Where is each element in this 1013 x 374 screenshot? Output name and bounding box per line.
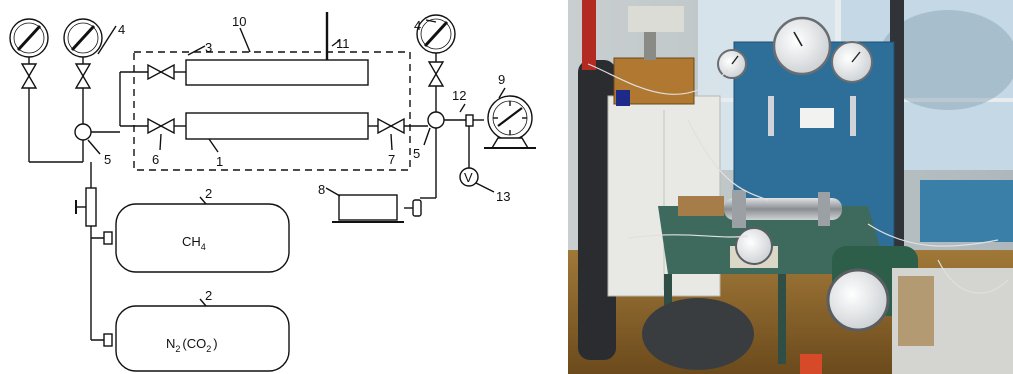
label-10: 10 — [232, 14, 246, 29]
valve-under-gauge-4 — [74, 63, 92, 124]
sensor-12 — [465, 114, 474, 127]
label-9: 9 — [498, 72, 505, 87]
workbench — [658, 196, 888, 364]
label-6: 6 — [152, 152, 159, 167]
black-vessel — [642, 298, 754, 370]
gas-cylinder-ch4 — [103, 203, 290, 273]
label-1: 1 — [216, 154, 223, 169]
gas-cylinder-photo — [578, 60, 616, 360]
label-8: 8 — [318, 182, 325, 197]
gas-reducer — [75, 162, 110, 341]
pressure-gauge-left — [9, 18, 49, 64]
gas-meter-9 — [484, 95, 536, 149]
red-canister — [800, 354, 822, 374]
pump-8 — [325, 187, 404, 223]
n2-co2-label: N2(CO2) — [166, 336, 218, 354]
valve-7 — [377, 117, 405, 135]
label-11: 11 — [336, 36, 350, 51]
control-station-right — [892, 180, 1013, 374]
voltmeter-13 — [459, 167, 479, 187]
label-4-right: 4 — [414, 18, 421, 33]
valve-3 — [147, 63, 186, 81]
panel-gauge-center — [772, 16, 832, 76]
valve-6 — [147, 117, 186, 135]
distributor-5-right — [427, 111, 445, 129]
thermostat-box — [133, 51, 411, 171]
core-holder-top — [185, 59, 369, 86]
laboratory-setup-photo — [568, 0, 1013, 374]
cables — [587, 63, 1009, 294]
experimental-setup-schematic: 10 11 3 4 4 5 6 1 7 5 12 9 13 8 2 2 V CH… — [9, 12, 536, 372]
label-5-right: 5 — [413, 146, 420, 161]
label-2-ch4: 2 — [205, 186, 212, 201]
label-7: 7 — [388, 152, 395, 167]
distributor-5-left — [74, 123, 92, 141]
valve-under-gauge-left — [20, 63, 38, 162]
panel-gauge-right — [831, 41, 873, 83]
gas-cylinder-n2-co2 — [103, 305, 290, 372]
panel-gauge-left — [717, 49, 747, 79]
label-13: 13 — [496, 189, 510, 204]
voltmeter-symbol: V — [464, 170, 473, 185]
label-5-left: 5 — [104, 152, 111, 167]
label-4-left: 4 — [118, 22, 125, 37]
thermostat-device — [613, 6, 695, 106]
label-2-n2: 2 — [205, 288, 212, 303]
label-3: 3 — [205, 40, 212, 55]
sample-vial — [412, 199, 422, 217]
ch4-label: CH4 — [182, 234, 206, 252]
pressure-gauge-4-right — [416, 14, 456, 112]
pressure-gauge-4-left — [63, 18, 103, 64]
core-holder-1 — [185, 112, 369, 140]
label-12: 12 — [452, 88, 466, 103]
core-holder-photo — [724, 190, 842, 228]
dial-indicator — [730, 227, 778, 268]
